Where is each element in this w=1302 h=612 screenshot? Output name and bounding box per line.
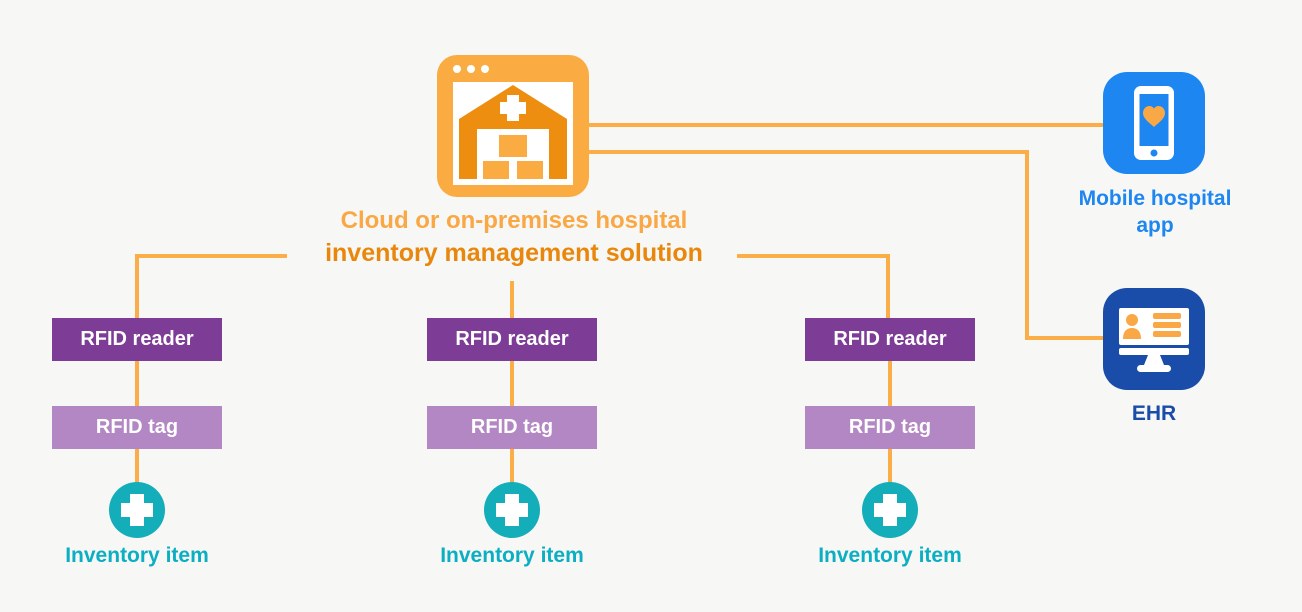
- rfid-tag-box: RFID tag: [52, 406, 222, 449]
- ehr-icon: [1103, 288, 1205, 390]
- connector-reader-to-tag: [135, 361, 139, 406]
- inventory-item-icon: [484, 482, 540, 538]
- rfid-reader-label: RFID reader: [80, 328, 194, 350]
- connector-tag-to-item: [510, 449, 514, 483]
- connector-title-to-column2-vertical: [510, 281, 514, 320]
- connector-title-to-column1-vertical: [135, 254, 139, 320]
- connector-hub-to-ehr-vertical: [1025, 150, 1029, 340]
- hub-icon: [437, 55, 589, 197]
- connector-title-to-column3-horizontal: [737, 254, 890, 258]
- mobile-app-label: Mobile hospital app: [1059, 185, 1251, 239]
- rfid-tag-label: RFID tag: [470, 416, 554, 438]
- connector-hub-to-ehr-horizontal-2: [1025, 336, 1107, 340]
- rfid-column-2: RFID reader RFID tag Inventory item: [417, 318, 607, 588]
- rfid-reader-label: RFID reader: [455, 328, 569, 350]
- inventory-item-icon: [862, 482, 918, 538]
- connector-reader-to-tag: [888, 361, 892, 406]
- inventory-item-icon: [109, 482, 165, 538]
- connector-hub-to-ehr-horizontal: [584, 150, 1029, 154]
- inventory-item-label: Inventory item: [65, 544, 209, 567]
- rfid-tag-box: RFID tag: [427, 406, 597, 449]
- rfid-reader-box: RFID reader: [52, 318, 222, 361]
- mobile-app-label-line2: app: [1136, 214, 1174, 237]
- hospital-inventory-browser-icon: [437, 55, 589, 197]
- hub-title-line1: Cloud or on-premises hospital: [340, 207, 688, 234]
- medical-cross-circle-icon: [862, 482, 918, 538]
- rfid-tag-box: RFID tag: [805, 406, 975, 449]
- mobile-app-label-line1: Mobile hospital: [1078, 187, 1232, 210]
- monitor-patient-record-icon: [1103, 288, 1205, 390]
- inventory-item-label: Inventory item: [818, 544, 962, 567]
- rfid-column-1: RFID reader RFID tag Inventory item: [42, 318, 232, 588]
- ehr-label: EHR: [1131, 402, 1177, 425]
- connector-reader-to-tag: [510, 361, 514, 406]
- medical-cross-circle-icon: [109, 482, 165, 538]
- connector-hub-to-mobile: [584, 123, 1105, 127]
- connector-tag-to-item: [135, 449, 139, 483]
- connector-tag-to-item: [888, 449, 892, 483]
- rfid-tag-label: RFID tag: [848, 416, 932, 438]
- rfid-tag-label: RFID tag: [95, 416, 179, 438]
- hub-title-line2: inventory management solution: [325, 239, 703, 267]
- rfid-column-3: RFID reader RFID tag Inventory item: [795, 318, 985, 588]
- smartphone-heart-icon: [1103, 72, 1205, 174]
- mobile-app-icon: [1103, 72, 1205, 174]
- rfid-reader-label: RFID reader: [833, 328, 947, 350]
- connector-title-to-column3-vertical: [886, 254, 890, 320]
- inventory-item-label: Inventory item: [440, 544, 584, 567]
- connector-title-to-column1-horizontal: [135, 254, 287, 258]
- medical-cross-circle-icon: [484, 482, 540, 538]
- rfid-reader-box: RFID reader: [427, 318, 597, 361]
- rfid-reader-box: RFID reader: [805, 318, 975, 361]
